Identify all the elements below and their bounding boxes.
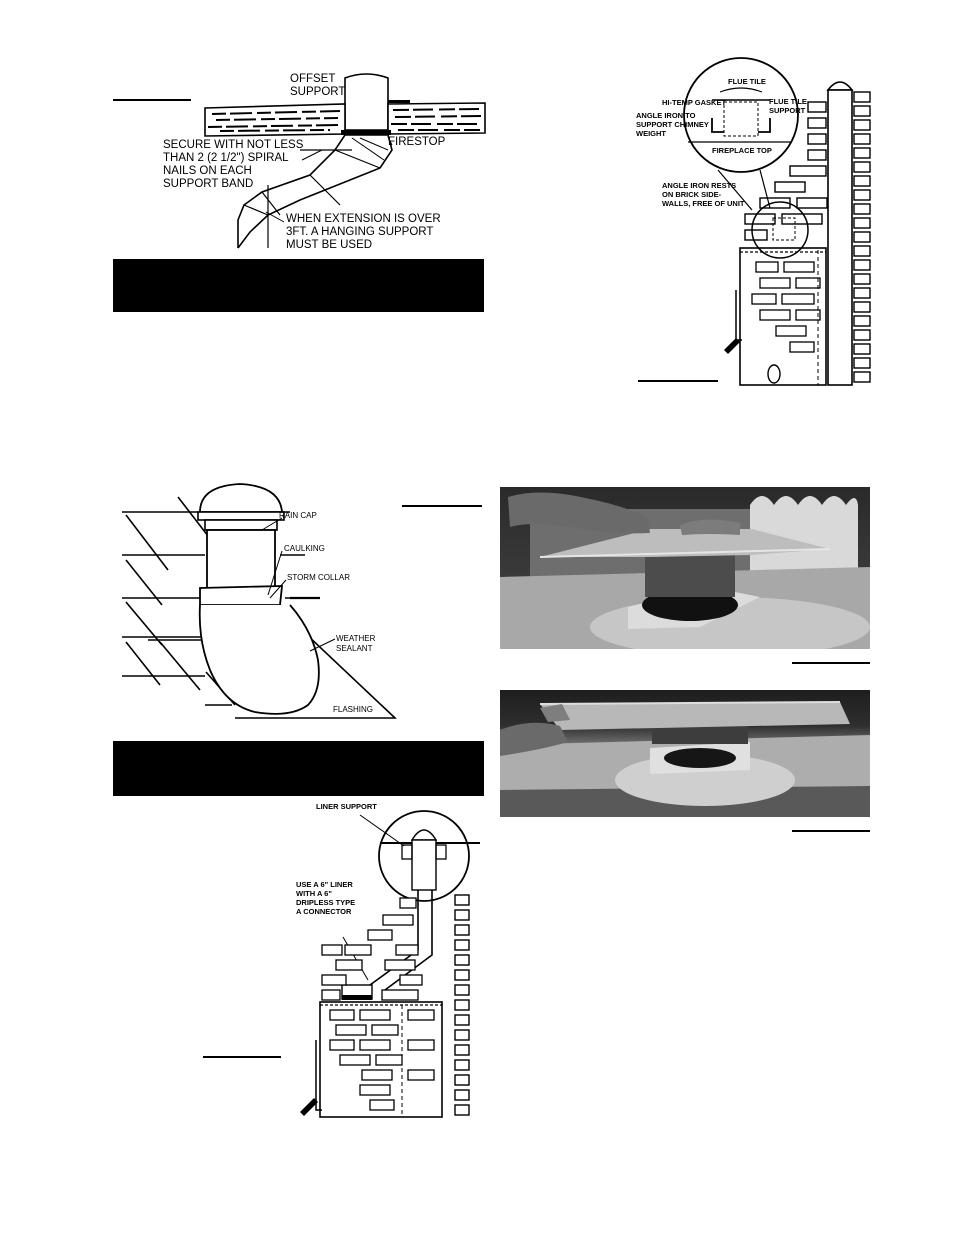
fireplace-top-label: FIREPLACE TOP [712,146,772,155]
photo-label-rule-1 [792,662,870,664]
figure-label-rule-2 [638,380,718,382]
figure-label-rule-3 [402,505,482,507]
caulking-label: CAULKING [284,544,325,553]
photo-label-rule-2 [792,830,870,832]
caption-bar-1 [113,259,484,312]
flue-tile-label: FLUE TILE [728,77,766,86]
figure-label-rule-4 [203,1056,281,1058]
figure-label-rule-1 [113,99,191,101]
rain-cap-label: RAIN CAP [279,511,317,520]
caption-bar-2 [113,741,484,796]
storm-collar-label: STORM COLLAR [287,573,350,582]
installation-photo-2 [500,690,870,817]
firestop-label: FIRESTOP [388,136,446,148]
hi-temp-gasket-label: HI-TEMP GASKET [662,98,727,107]
installation-photo-1 [500,487,870,649]
liner-support-label: LINER SUPPORT [316,802,377,811]
flashing-label: FLASHING [333,705,374,714]
